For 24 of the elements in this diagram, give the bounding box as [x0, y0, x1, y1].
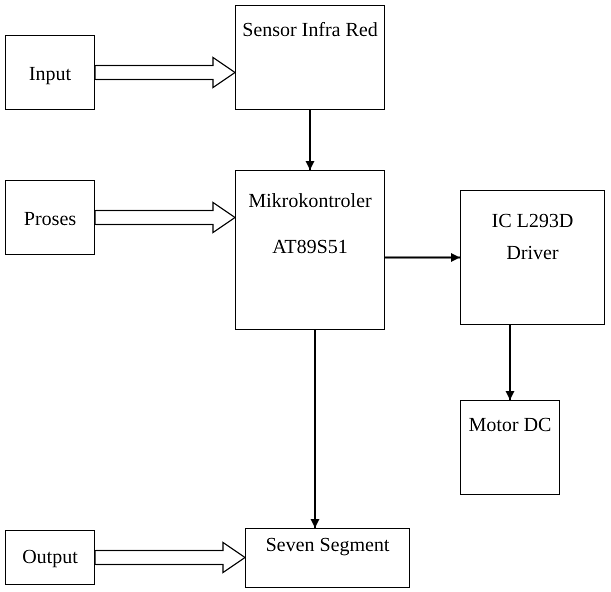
block-box — [5, 530, 95, 585]
block-label: Proses — [24, 207, 76, 232]
block-box — [245, 528, 410, 588]
block-box — [460, 190, 605, 325]
block-label: Seven Segment — [266, 533, 390, 558]
block-label: Motor DC — [468, 413, 552, 438]
block-arrow — [94, 201, 236, 234]
block-label: IC L293D Driver — [490, 209, 574, 266]
block-label: Sensor Infra Red — [242, 18, 378, 43]
block-box — [5, 180, 95, 255]
block-arrow — [94, 541, 246, 574]
block-box — [5, 35, 95, 110]
block-box — [460, 400, 560, 495]
arrow — [506, 325, 514, 400]
arrow — [385, 253, 460, 262]
block-label: Input — [28, 62, 72, 87]
block-label: AT89S51 — [272, 235, 348, 260]
block-arrow — [94, 56, 236, 89]
block-box — [235, 170, 385, 330]
block-box — [235, 5, 385, 110]
arrow — [306, 110, 314, 170]
block-label: Output — [22, 545, 78, 570]
arrow — [310, 330, 320, 528]
block-label: Mikrokontroler — [248, 189, 372, 214]
